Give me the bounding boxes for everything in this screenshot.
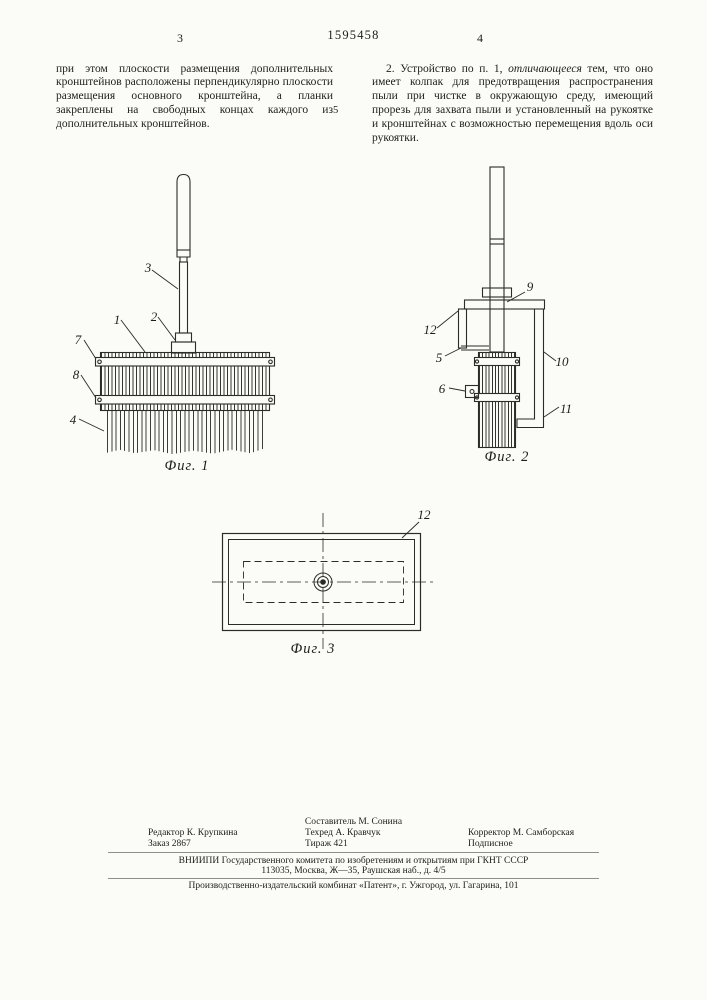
fig2-label-12: 12 — [424, 322, 438, 337]
right-column-claim: 2. Устройство по п. 1, отличающееся тем,… — [372, 63, 653, 146]
corrector-credit: Корректор М. Самборская — [468, 828, 575, 838]
fig3-caption: Фиг. 3 — [290, 641, 336, 657]
fig1-mount — [174, 332, 193, 343]
fig3-drawing — [212, 513, 433, 649]
fig1-bristles-hatch — [107, 411, 263, 455]
fig3-leader-line — [401, 521, 420, 539]
line-number-marker: 5 — [333, 105, 339, 116]
fig2-cap-top — [463, 299, 546, 310]
claim-prefix: 2. Устройство по п. 1, — [386, 62, 509, 75]
patent-number: 1595458 — [327, 28, 380, 42]
left-column-number: 3 — [177, 31, 184, 45]
fig1-label-2: 2 — [151, 309, 158, 324]
fig2-caption: Фиг. 2 — [484, 449, 530, 465]
techred-credit: Техред А. Кравчук — [305, 828, 381, 838]
subscription-note: Подписное — [468, 839, 513, 849]
left-column-paragraph: при этом плоскости размещения дополнител… — [56, 62, 333, 131]
fig1-rod — [178, 261, 189, 334]
fig1-brush-head-hatch — [101, 353, 269, 410]
fig1-label-4: 4 — [70, 412, 77, 427]
org-line: ВНИИПИ Государственного комитета по изоб… — [178, 856, 529, 866]
fig2-cap-right-wall — [516, 309, 545, 429]
fig2-rod — [489, 166, 505, 353]
publisher-line: Производственно-издательский комбинат «П… — [188, 881, 519, 891]
fig1-ferrule — [170, 341, 197, 354]
right-column-number: 4 — [477, 31, 484, 45]
fig2-label-9: 9 — [527, 279, 534, 294]
fig1-label-1: 1 — [114, 312, 121, 327]
claim-suffix: тем, что оно имеет колпак для предотвращ… — [372, 62, 653, 145]
fig2-label-5: 5 — [436, 350, 443, 365]
fig2-label-6: 6 — [439, 381, 446, 396]
fig2-collar — [481, 287, 513, 298]
fig1-handle — [176, 173, 191, 258]
org-address: 113035, Москва, Ж—35, Раушская наб., д. … — [261, 866, 446, 876]
print-run: Тираж 421 — [305, 839, 348, 849]
claim-emphasis: отличающееся — [508, 62, 582, 75]
fig3-labels: 12 — [418, 507, 432, 522]
fig3-center-dot — [320, 579, 326, 585]
editor-credit: Редактор К. Крупкина — [148, 828, 238, 838]
fig2-brush-body-hatch — [479, 353, 516, 448]
fig3-slot-dashed — [243, 561, 404, 603]
fig2-cap-left-wall — [457, 308, 468, 349]
fig3-inner-rect — [228, 539, 415, 625]
fig3-outer-rect — [221, 532, 422, 632]
fig1-caption: Фиг. 1 — [164, 458, 210, 474]
compiler-credit: Составитель М. Сонина — [304, 817, 403, 827]
fig2-label-11: 11 — [560, 401, 572, 416]
fig2-label-10: 10 — [556, 354, 570, 369]
fig1-label-8: 8 — [73, 367, 80, 382]
fig1-label-3: 3 — [144, 260, 152, 275]
divider-rule-top — [108, 852, 599, 853]
divider-rule-bottom — [108, 878, 599, 879]
fig3-centerlines — [212, 513, 433, 649]
order-number: Заказ 2867 — [148, 839, 191, 849]
fig1-label-7: 7 — [75, 332, 82, 347]
fig2-bracket — [464, 384, 480, 399]
fig3-label-12: 12 — [418, 507, 432, 522]
colophon: Составитель М. Сонина Редактор К. Крупки… — [90, 814, 617, 900]
